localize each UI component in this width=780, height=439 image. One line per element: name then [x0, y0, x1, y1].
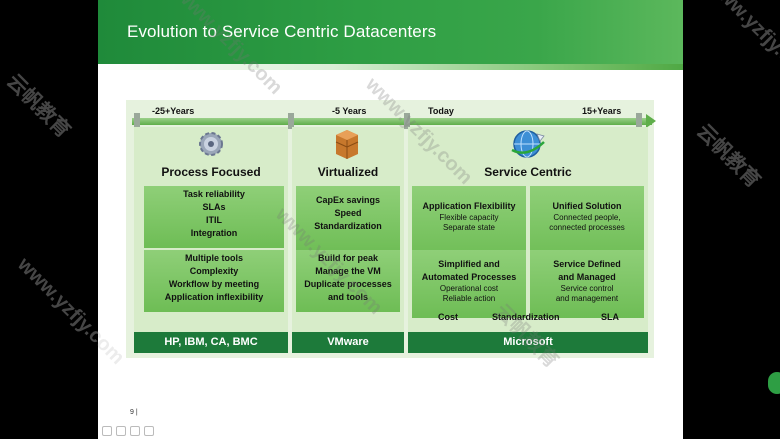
gear-icon: [199, 132, 223, 156]
timeline-label: -5 Years: [332, 106, 367, 116]
column-title: Service Centric: [484, 165, 572, 179]
server-box-icon: [335, 130, 359, 159]
box-subtext: Service control: [560, 284, 614, 293]
slide-title: Evolution to Service Centric Datacenters: [127, 22, 437, 41]
timeline-tick: [134, 113, 140, 129]
box-line: Standardization: [314, 221, 382, 231]
benefits-box: Task reliability SLAs ITIL Integration: [144, 186, 284, 248]
title-accent-stripe: [98, 64, 683, 70]
box-subtext: Separate state: [442, 223, 496, 232]
watermark-text: 云帆教育: [692, 120, 765, 193]
challenges-box: Multiple tools Complexity Workflow by me…: [144, 250, 284, 312]
box-title: Simplified and: [438, 259, 500, 269]
box-line: Task reliability: [183, 189, 245, 199]
vendor-footer: Microsoft: [408, 332, 648, 353]
timeline-bar: [132, 118, 652, 125]
box-line: Duplicate processes: [304, 279, 392, 289]
benefits-box: CapEx savings Speed Standardization: [296, 186, 400, 254]
strip-label: SLA: [601, 312, 619, 322]
title-bar: Evolution to Service Centric Datacenters: [98, 0, 683, 70]
feature-box: Unified Solution Connected people, conne…: [530, 186, 644, 260]
box-title: Automated Processes: [421, 272, 517, 282]
box-subtext: and management: [555, 294, 619, 303]
vendor-footer: HP, IBM, CA, BMC: [134, 332, 288, 353]
slides-icon[interactable]: [116, 426, 126, 436]
box-line: Build for peak: [317, 253, 378, 263]
box-title: Application Flexibility: [422, 201, 516, 211]
timeline-label: Today: [428, 106, 454, 116]
box-line: SLAs: [202, 202, 226, 212]
box-line: Multiple tools: [185, 253, 243, 263]
timeline-tick: [404, 113, 410, 129]
feature-box: Service Defined and Managed Service cont…: [530, 250, 644, 318]
more-icon[interactable]: [144, 426, 154, 436]
box-line: CapEx savings: [315, 195, 381, 205]
box-title: Unified Solution: [552, 201, 622, 211]
page-number: 9 |: [130, 409, 138, 416]
box-subtext: Connected people,: [553, 213, 621, 222]
timeline-label: 15+Years: [582, 106, 622, 116]
box-line: Application inflexibility: [164, 292, 264, 302]
vendor-footer: VMware: [292, 332, 404, 353]
box-subtext: connected processes: [549, 223, 625, 232]
strip-label: Cost: [438, 312, 458, 322]
challenges-box: Build for peak Manage the VM Duplicate p…: [296, 250, 400, 312]
box-line: Integration: [190, 228, 238, 238]
feature-box: Application Flexibility Flexible capacit…: [412, 186, 526, 260]
column-title: Virtualized: [317, 165, 379, 179]
box-line: and tools: [328, 292, 368, 302]
column-title: Process Focused: [161, 165, 261, 179]
globe-icon: [511, 130, 545, 158]
timeline-tick: [636, 113, 642, 129]
zoom-icon[interactable]: [130, 426, 140, 436]
timeline-label: -25+Years: [152, 106, 195, 116]
timeline-tick: [288, 113, 294, 129]
box-line: ITIL: [206, 215, 222, 225]
feature-box: Simplified and Automated Processes Opera…: [412, 250, 526, 318]
box-subtext: Reliable action: [442, 294, 496, 303]
box-line: Speed: [334, 208, 362, 218]
slideshow-toolbar: [102, 426, 154, 436]
box-subtext: Flexible capacity: [439, 213, 499, 222]
box-title: Service Defined: [553, 259, 621, 269]
presentation-slide: Evolution to Service Centric Datacenters…: [98, 0, 683, 439]
box-line: Complexity: [189, 266, 239, 276]
box-subtext: Operational cost: [439, 284, 499, 293]
strip-label: Standardization: [492, 312, 560, 322]
watermark-text: 云帆教育: [2, 70, 75, 143]
box-line: Workflow by meeting: [168, 279, 260, 289]
watermark-text: www.yzfjy.com: [703, 0, 780, 89]
pen-icon[interactable]: [102, 426, 112, 436]
box-title: and Managed: [558, 272, 616, 282]
timeline-arrow: [646, 114, 656, 128]
floating-widget-button[interactable]: [768, 372, 780, 394]
box-line: Manage the VM: [315, 266, 381, 276]
